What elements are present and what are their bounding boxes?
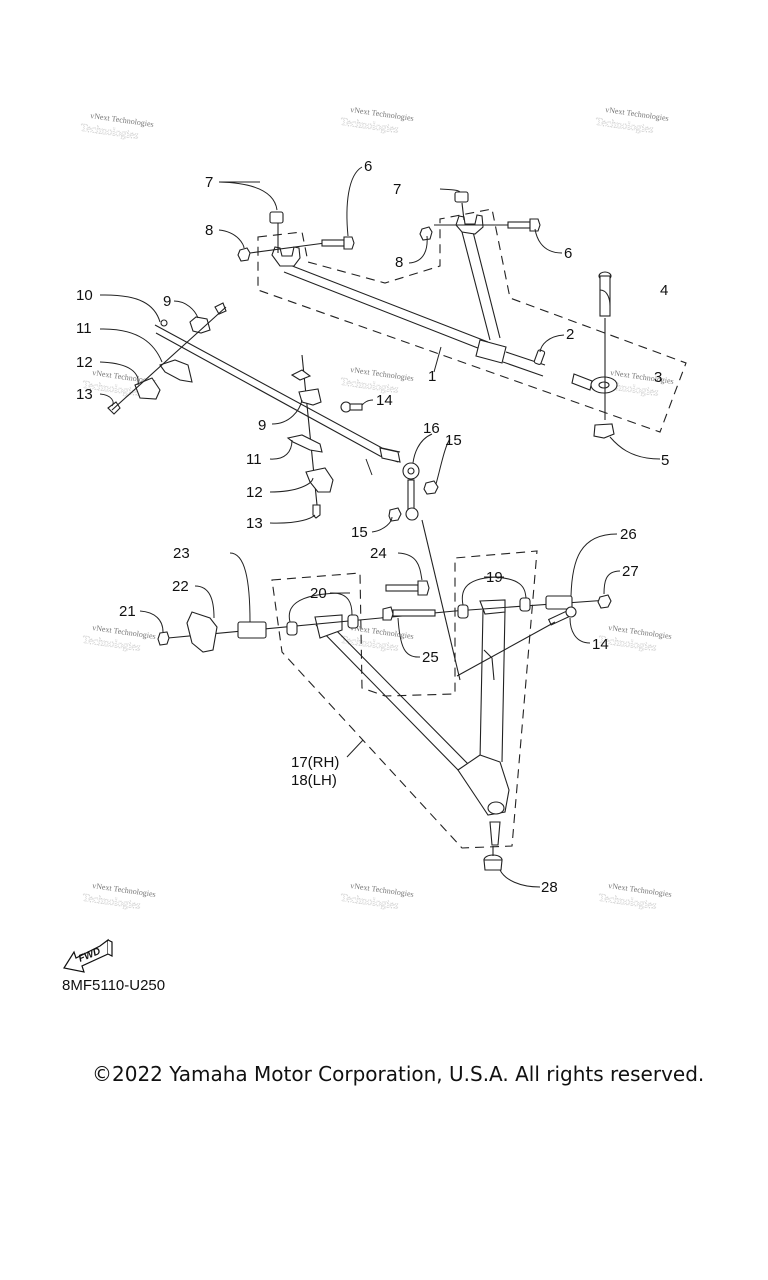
callout-13-middle: 13: [246, 515, 263, 532]
part-8-nut-right: [419, 226, 433, 241]
callout-5: 5: [661, 452, 669, 469]
watermark: Technologies vNext Technologies: [81, 881, 156, 912]
part-25-bolt: [382, 606, 436, 621]
part-11-clamp-upper: [159, 359, 193, 383]
part-8-nut-left: [237, 247, 251, 262]
watermark: Technologies vNext Technologies: [79, 111, 154, 142]
callout-25: 25: [422, 649, 439, 666]
callout-16: 16: [423, 420, 440, 437]
part-2-fitting: [533, 349, 546, 365]
watermark: Technologies vNext Technologies: [339, 881, 414, 912]
copyright-notice: ©2022 Yamaha Motor Corporation, U.S.A. A…: [92, 1062, 705, 1086]
part-9-bracket-middle: [298, 388, 322, 406]
callout-labels: 1 2 3 4 5 6 6 7 7 8 8 9 9 10 11 11 12 12…: [76, 158, 669, 896]
lower-arm-pivot-right: [479, 599, 506, 615]
callout-20: 20: [310, 585, 327, 602]
part-20-bushing-right: [347, 614, 359, 629]
watermark: Technologies vNext Technologies: [594, 105, 669, 136]
part-24-bolt: [385, 580, 430, 596]
callout-14-upper: 14: [376, 392, 393, 409]
upper-arm-sleeve: [475, 339, 507, 364]
part-6-bolt-right: [507, 218, 541, 232]
lower-arm-leg-right: [479, 609, 506, 763]
part-23-sleeve: [237, 621, 267, 639]
diagram-code: 8MF5110-U250: [62, 977, 166, 994]
callout-28: 28: [541, 879, 558, 896]
callout-6-left: 6: [364, 158, 372, 175]
watermark: Technologies vNext Technologies: [81, 623, 156, 654]
part-3-ball-joint: [571, 373, 618, 394]
callout-6-right: 6: [564, 245, 572, 262]
part-19-bushing-right: [519, 597, 531, 612]
part-27-nut: [597, 594, 612, 609]
callout-1: 1: [428, 368, 436, 385]
callout-15-lower: 15: [351, 524, 368, 541]
callout-12-middle: 12: [246, 484, 263, 501]
callout-26: 26: [620, 526, 637, 543]
part-7-collar-right: [454, 191, 469, 203]
part-15-nut-lower: [388, 507, 402, 522]
part-7-collar-left: [269, 211, 284, 224]
callout-7-right: 7: [393, 181, 401, 198]
callout-11-upper: 11: [76, 320, 92, 337]
fwd-arrow-icon: FWD: [63, 938, 113, 973]
leader-lines: [99, 166, 661, 888]
callout-24: 24: [370, 545, 387, 562]
callout-9-upper: 9: [163, 293, 171, 310]
part-22-bracket: [186, 611, 218, 653]
stabilizer-bar-tube: [154, 324, 401, 463]
stabilizer-bar: [154, 319, 401, 463]
callout-23: 23: [173, 545, 190, 562]
part-12-holder-middle: [305, 467, 334, 493]
callout-8-right: 8: [395, 254, 403, 271]
callout-7-left: 7: [205, 174, 213, 191]
part-11-clamp-middle: [286, 434, 323, 453]
callout-21: 21: [119, 603, 136, 620]
callout-9-middle: 9: [258, 417, 266, 434]
part-14-bolt-lower: [547, 606, 577, 626]
callout-4: 4: [660, 282, 668, 299]
callout-18-lh: 18(LH): [291, 772, 337, 789]
upper-arm-assembly: [249, 202, 687, 433]
callout-13-upper: 13: [76, 386, 93, 403]
part-4-bolt: [598, 271, 612, 420]
callout-3: 3: [654, 369, 662, 386]
part-14-bolt-upper: [340, 401, 363, 413]
part-26-sleeve: [545, 595, 573, 610]
part-19-bushing-left: [457, 604, 469, 619]
callout-11-middle: 11: [246, 451, 262, 468]
callout-15-upper: 15: [445, 432, 462, 449]
upper-arm-strut: [461, 227, 501, 341]
part-6-bolt-left: [321, 236, 355, 250]
part-20-bushing-left: [286, 621, 298, 636]
lower-arm-knuckle: [457, 754, 510, 816]
callout-2: 2: [566, 326, 574, 343]
watermark: Technologies vNext Technologies: [339, 105, 414, 136]
upper-arm-outline: [257, 208, 687, 433]
callout-8-left: 8: [205, 222, 213, 239]
watermark: Technologies vNext Technologies: [597, 881, 672, 912]
callout-10: 10: [76, 287, 93, 304]
callout-27: 27: [622, 563, 639, 580]
watermark-group: Technologies vNext Technologies Technolo…: [79, 105, 674, 912]
callout-14-lower: 14: [592, 636, 609, 653]
lower-arm-assembly: [271, 550, 538, 849]
part-15-nut-upper: [423, 480, 439, 495]
part-21-nut: [157, 631, 170, 646]
part-9-bracket-upper: [189, 316, 211, 334]
lower-arm-ball-stud: [489, 821, 501, 846]
part-16-stabilizer-link: [402, 462, 420, 521]
upper-arm-tube: [281, 261, 489, 353]
callout-12-upper: 12: [76, 354, 93, 371]
part-9-clip-middle: [290, 369, 312, 381]
callout-22: 22: [172, 578, 189, 595]
callout-19: 19: [486, 569, 503, 586]
part-5-cap: [593, 423, 615, 439]
lower-arm-leg-left: [315, 619, 471, 773]
lower-arm-outline: [271, 550, 538, 849]
lower-arm-pivot-left: [314, 614, 343, 639]
watermark: Technologies vNext Technologies: [597, 623, 672, 654]
part-28-nut: [483, 854, 503, 871]
callout-17-rh: 17(RH): [291, 754, 339, 771]
